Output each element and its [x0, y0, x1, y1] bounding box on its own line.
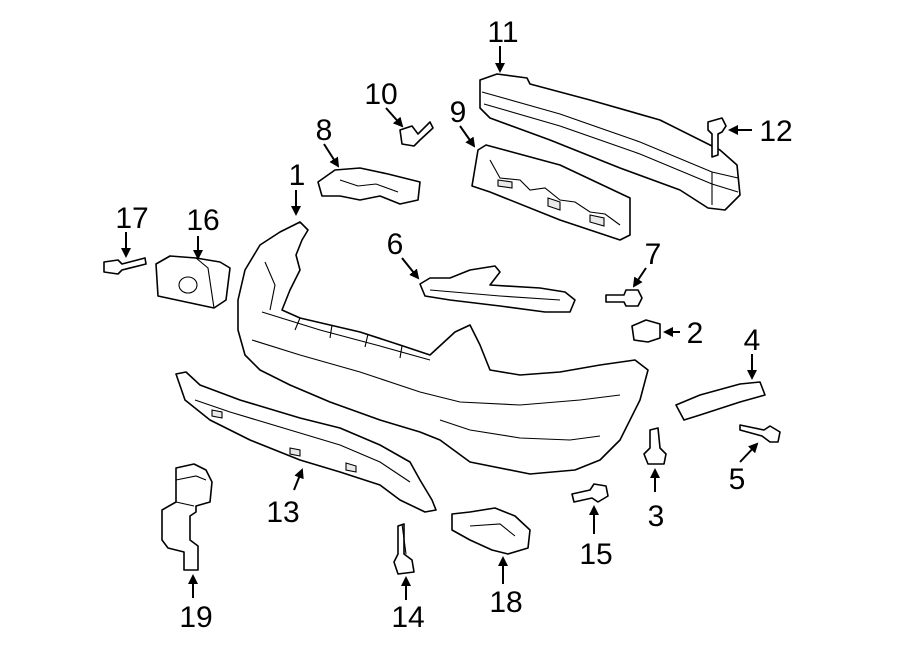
part-4-bracket — [675, 381, 766, 421]
callout-9: 9 — [450, 96, 467, 129]
callout-3: 3 — [648, 500, 665, 533]
callout-16: 16 — [186, 204, 219, 237]
leader-13 — [293, 468, 304, 491]
part-7-bolt — [605, 289, 643, 307]
part-6-bracket — [419, 265, 576, 313]
callout-19: 19 — [179, 601, 212, 634]
part-11-reinforcement-bar — [479, 73, 741, 211]
callout-18: 18 — [489, 586, 522, 619]
leader-9 — [459, 125, 476, 148]
part-9-energy-absorber — [471, 144, 631, 241]
callout-15: 15 — [579, 538, 612, 571]
callout-7: 7 — [645, 238, 662, 271]
callout-4: 4 — [744, 324, 761, 357]
callout-12: 12 — [759, 115, 792, 148]
callout-1: 1 — [289, 159, 306, 192]
leader-6 — [401, 257, 420, 280]
part-15-bolt — [571, 483, 609, 503]
part-8-bracket — [317, 167, 421, 205]
part-2-clip — [631, 319, 661, 343]
callout-6: 6 — [387, 228, 404, 261]
part-3-fastener — [643, 427, 667, 465]
callout-numbers: 1 2 3 4 5 6 7 8 9 10 11 12 13 14 15 16 1… — [115, 16, 792, 634]
part-14-push-clip — [393, 523, 415, 575]
part-17-bolt — [103, 257, 147, 275]
part-1-bumper-cover — [237, 221, 649, 475]
leader-7 — [632, 267, 647, 288]
leader-10 — [385, 107, 404, 128]
part-12-bolt — [707, 117, 727, 158]
part-13-lower-valance — [175, 371, 437, 513]
part-10-bolt — [399, 121, 434, 147]
leader-5 — [739, 442, 759, 463]
callout-8: 8 — [316, 114, 333, 147]
callout-11: 11 — [487, 16, 518, 49]
part-18-bezel — [451, 507, 531, 555]
callout-10: 10 — [364, 78, 397, 111]
leader-lines — [121, 46, 759, 600]
callout-17: 17 — [115, 202, 148, 235]
callout-5: 5 — [729, 463, 746, 496]
part-19-sensor — [161, 463, 213, 571]
leader-8 — [323, 143, 340, 168]
part-16-fog-lamp — [155, 255, 231, 309]
callout-14: 14 — [391, 601, 424, 634]
part-5-bolt — [739, 424, 781, 443]
callout-2: 2 — [687, 317, 704, 350]
callout-13: 13 — [266, 496, 299, 529]
